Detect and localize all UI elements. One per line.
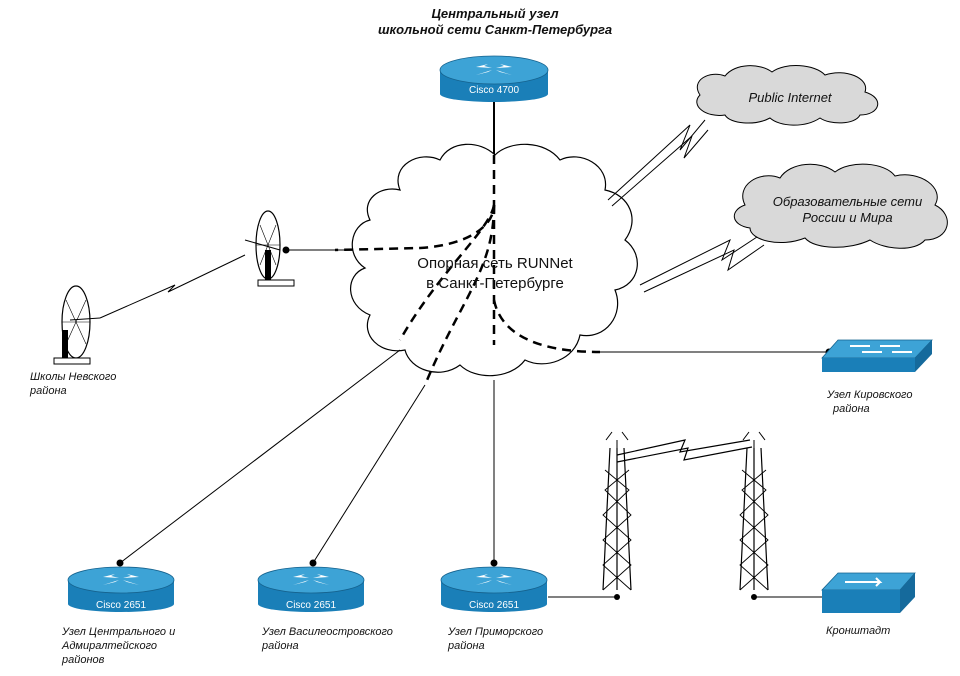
label-nevsky: Школы Невского района bbox=[30, 370, 116, 398]
primorsky-line1: Узел Приморского bbox=[448, 626, 544, 638]
vasileostrov-line2: района bbox=[262, 640, 299, 652]
internet-cloud bbox=[696, 65, 878, 126]
dashed-route-center bbox=[398, 204, 496, 341]
dashed-route-kirov bbox=[492, 299, 601, 354]
lightning-edu-outline bbox=[643, 244, 765, 293]
central-line3: районов bbox=[62, 654, 105, 666]
label-vasileostrov: Узел Василеостровского района bbox=[262, 625, 393, 653]
backbone-line2: в Санкт-Петербурге bbox=[426, 275, 564, 292]
internet-label: Public Internet bbox=[720, 90, 860, 106]
satellite-dish-left-icon bbox=[53, 285, 101, 365]
label-primorsky: Узел Приморского района bbox=[448, 625, 543, 653]
vasileostrov-line1: Узел Василеостровского bbox=[262, 626, 393, 638]
link-to-vasileostrov bbox=[312, 384, 426, 564]
radio-tower-right-icon bbox=[739, 431, 769, 591]
backbone-line1: Опорная сеть RUNNet bbox=[417, 255, 573, 272]
label-central-adm: Узел Центрального и Адмиралтейского райо… bbox=[62, 625, 175, 667]
edu-label: Образовательные сети России и Мира bbox=[755, 194, 940, 226]
primorsky-line2: района bbox=[448, 640, 485, 652]
lightning-towers bbox=[616, 439, 751, 456]
backbone-label: Опорная сеть RUNNet в Санкт-Петербурге bbox=[395, 254, 595, 294]
router-central-icon: Cisco 4700 bbox=[439, 55, 549, 102]
vasileostrov-connector-dot bbox=[309, 559, 317, 567]
lightning-satellite bbox=[99, 254, 246, 319]
nevsky-line2: района bbox=[30, 385, 67, 397]
central-line1: Узел Центрального и bbox=[62, 626, 176, 638]
title-line2: школьной сети Санкт-Петербурга bbox=[377, 22, 613, 37]
kirovsky-line1: Узел Кировского bbox=[827, 389, 913, 401]
edu-line1: Образовательные сети bbox=[772, 194, 923, 209]
primorsky-connector-dot bbox=[490, 559, 498, 567]
title-line1: Центральный узел bbox=[431, 6, 559, 21]
tower-left-dot bbox=[614, 594, 620, 600]
router-central-adm-label: Cisco 2651 bbox=[96, 600, 146, 611]
central-adm-connector-dot bbox=[116, 559, 124, 567]
lightning-internet-outline bbox=[611, 129, 709, 207]
router-central-label: Cisco 4700 bbox=[469, 85, 519, 96]
internet-text: Public Internet bbox=[748, 90, 832, 105]
kirovsky-line2: района bbox=[833, 403, 870, 415]
switch-kirovsky-icon bbox=[821, 339, 933, 372]
label-kirovsky: Узел Кировского района bbox=[827, 388, 912, 416]
lightning-edu bbox=[639, 234, 761, 286]
nevsky-line1: Школы Невского bbox=[30, 371, 117, 383]
dish-connector-dot bbox=[282, 246, 290, 254]
dashed-route-vasil bbox=[423, 204, 496, 386]
satellite-dish-right-icon bbox=[244, 210, 295, 287]
edu-line2: России и Мира bbox=[802, 210, 893, 225]
router-vasileostrov-icon: Cisco 2651 bbox=[257, 566, 365, 612]
link-to-central-adm bbox=[119, 349, 401, 564]
router-primorsky-label: Cisco 2651 bbox=[469, 600, 519, 611]
kronstadt-text: Кронштадт bbox=[826, 625, 891, 637]
tower-right-dot bbox=[751, 594, 757, 600]
backbone-cloud bbox=[350, 143, 638, 377]
page-title: Центральный узел школьной сети Санкт-Пет… bbox=[330, 6, 660, 38]
central-line2: Адмиралтейского bbox=[62, 640, 158, 652]
radio-tower-left-icon bbox=[602, 431, 632, 591]
router-vasileostrov-label: Cisco 2651 bbox=[286, 600, 336, 611]
router-primorsky-icon: Cisco 2651 bbox=[440, 566, 548, 612]
lightning-internet bbox=[607, 119, 706, 201]
lightning-towers-outline bbox=[616, 446, 753, 463]
edu-cloud bbox=[733, 163, 948, 249]
label-kronstadt: Кронштадт bbox=[826, 624, 890, 638]
device-kronstadt-icon bbox=[821, 572, 916, 613]
router-central-adm-icon: Cisco 2651 bbox=[67, 566, 175, 612]
